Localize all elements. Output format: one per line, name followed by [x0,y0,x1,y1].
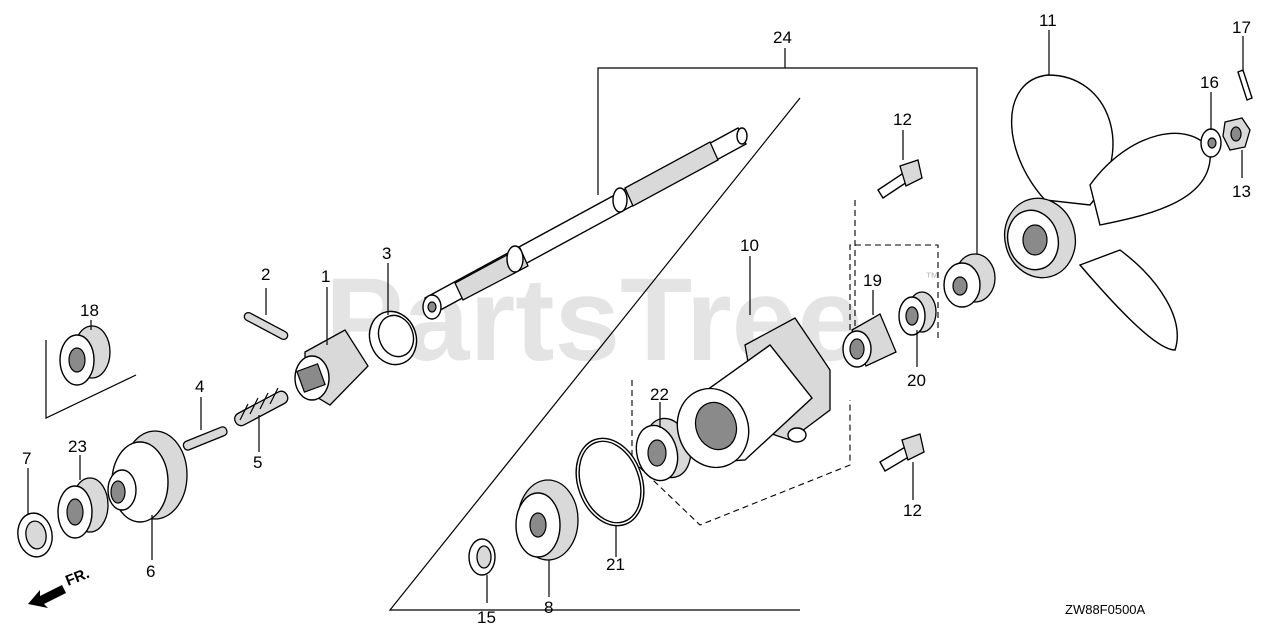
callout-8: 8 [544,598,553,617]
callout-7: 7 [22,449,31,468]
callout-2: 2 [261,265,270,284]
callout-19: 19 [863,271,882,290]
cotter-pin-part-17[interactable] [1237,69,1253,101]
callout-3: 3 [382,244,391,263]
reverse-gear-part-8[interactable] [515,479,579,561]
forward-gear-part-6[interactable] [107,430,188,523]
callout-11: 11 [1039,11,1057,30]
propeller-part-11[interactable] [996,74,1211,351]
spring-part-5[interactable] [233,387,290,428]
bolt-part-12-upper[interactable] [877,159,923,199]
group-bracket-10 [631,200,939,526]
callout-17: 17 [1232,18,1251,37]
front-direction-arrow: FR. [28,565,92,608]
callout-23: 23 [68,437,87,456]
callout-22: 22 [650,385,669,404]
callout-6: 6 [146,562,155,581]
washer-part-16[interactable] [1200,128,1222,158]
castle-nut-part-13[interactable] [1222,117,1251,151]
propeller-spacer[interactable] [943,253,996,308]
leader-lines [27,30,1244,603]
pin-part-2[interactable] [243,311,289,341]
pin-part-4[interactable] [182,426,228,452]
callout-20: 20 [907,371,926,390]
bolt-part-12-lower[interactable] [879,433,925,472]
direction-label: FR. [63,565,92,590]
callout-4: 4 [195,377,204,396]
callout-13: 13 [1232,182,1251,201]
washer-part-15[interactable] [468,538,496,576]
ring-part-3[interactable] [362,305,424,371]
callout-24: 24 [773,28,792,47]
diagram-code: ZW88F0500A [1065,602,1146,617]
seal-part-20[interactable] [898,291,937,336]
bushing-part-19[interactable] [842,313,897,368]
clutch-part-1[interactable] [294,329,369,406]
group-bracket-24 [597,48,978,255]
callout-12-lower: 12 [903,501,922,520]
gearcase-housing-part-10[interactable] [666,317,831,478]
callout-21: 21 [606,555,625,574]
bearing-part-23[interactable] [57,477,109,539]
callout-10: 10 [740,236,759,255]
callout-18: 18 [80,301,99,320]
callout-15: 15 [477,608,496,627]
callout-labels: 24 11 17 16 13 12 10 19 20 22 12 21 8 15… [22,11,1251,627]
propeller-shaft[interactable] [422,127,748,320]
callout-5: 5 [253,453,262,472]
callout-16: 16 [1200,73,1219,92]
watermark-trademark: ™ [925,269,939,285]
bearing-part-18[interactable] [59,325,111,386]
seal-part-7[interactable] [14,510,55,559]
group-bracket-lower [388,97,801,611]
group-bracket-bearing [45,340,137,419]
o-ring-part-21[interactable] [565,429,656,535]
callout-1: 1 [321,267,330,286]
callout-12-upper: 12 [893,110,912,129]
